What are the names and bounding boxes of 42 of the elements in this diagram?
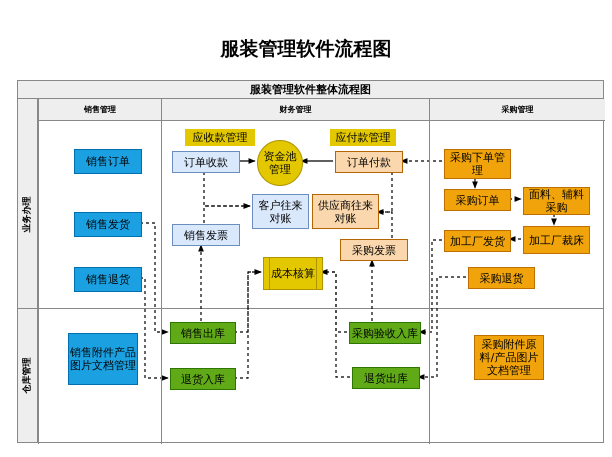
process-box: 销售发票 [172, 224, 240, 246]
lane-header: 财务管理 [162, 99, 429, 121]
circle-node: 资金池管理 [257, 140, 303, 186]
process-box: 面料、辅料采购 [523, 187, 590, 215]
lane-header: 采购管理 [430, 99, 605, 121]
process-box: 采购退货 [468, 267, 535, 289]
process-box: 采购附件原料/产品图片文档管理 [474, 335, 544, 380]
diagram-title: 服装管理软件流程图 [219, 37, 392, 62]
swimlane-column [429, 99, 605, 444]
row-label: 仓库管理 [20, 358, 34, 394]
arrow [369, 259, 375, 321]
subprocess-box: 成本核算 [263, 257, 323, 290]
process-box: 销售订单 [74, 149, 142, 174]
process-box: 销售出库 [170, 322, 236, 344]
row-label: 业务办理 [20, 196, 34, 232]
arrow [203, 203, 251, 223]
pool-title: 服装管理软件整体流程图 [18, 81, 603, 99]
section-tag: 应收款管理 [185, 129, 255, 146]
process-box: 采购验收入库 [349, 322, 421, 344]
process-box: 采购发票 [340, 239, 408, 261]
process-box: 采购下单管理 [444, 149, 511, 179]
process-box: 加工厂发货 [444, 230, 511, 252]
process-box: 退货入库 [170, 368, 236, 390]
process-box: 销售发货 [74, 212, 142, 237]
arrow [551, 214, 557, 226]
swimlane-column [38, 99, 161, 444]
process-box: 订单收款 [172, 151, 240, 173]
process-box: 销售退货 [74, 267, 142, 292]
arrow [198, 244, 204, 321]
process-box: 订单付款 [335, 151, 403, 173]
arrow [238, 158, 256, 164]
process-box: 供应商往来对账 [312, 194, 379, 229]
process-box: 销售附件产品图片文档管理 [68, 333, 138, 385]
process-box: 加工厂裁床 [523, 226, 590, 254]
arrow [472, 178, 478, 189]
process-box: 采购订单 [444, 189, 511, 211]
swimlane-pool [17, 80, 604, 443]
process-box: 退货出库 [352, 367, 420, 389]
lane-header: 销售管理 [39, 99, 161, 121]
section-tag: 应付款管理 [330, 129, 396, 146]
process-box: 客户往来对账 [252, 194, 309, 229]
swimlane-column [161, 99, 429, 444]
